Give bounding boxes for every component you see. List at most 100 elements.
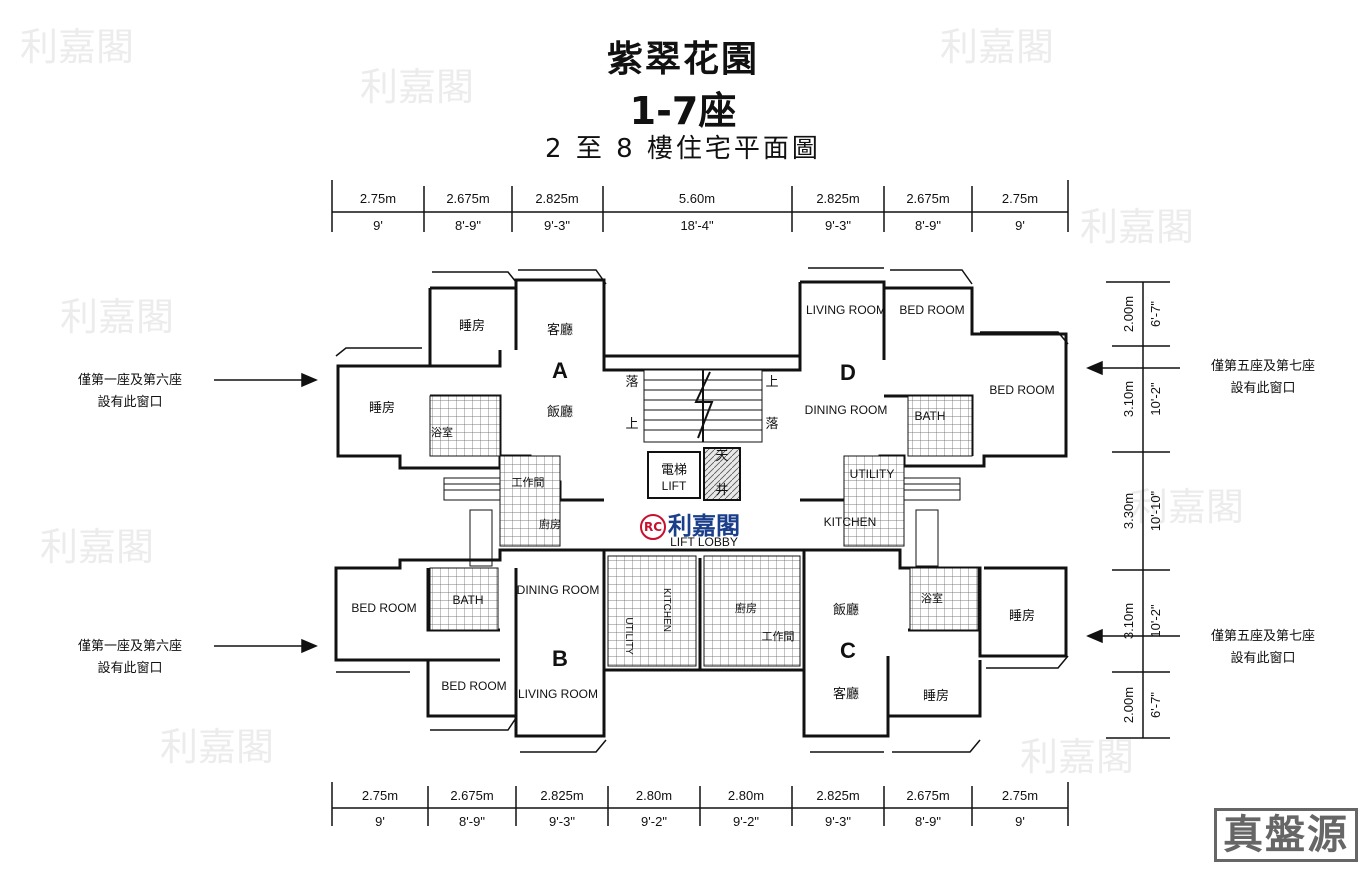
watermark-text: 利嘉閣 bbox=[1020, 735, 1134, 779]
dim-label: 9'-3" bbox=[549, 814, 575, 829]
lightwell-label: 井 bbox=[715, 483, 728, 498]
room-label: 工作間 bbox=[762, 630, 795, 643]
rc-logo-icon: RC bbox=[640, 514, 666, 540]
top-dimension-bar bbox=[331, 180, 1069, 232]
room-label: 工作間 bbox=[512, 476, 545, 489]
room-label: LIVING ROOM bbox=[518, 687, 598, 701]
estate-name: 紫翠花園 bbox=[606, 39, 759, 80]
room-label: BATH bbox=[914, 409, 945, 423]
stair-down-label: 落 bbox=[765, 417, 778, 432]
dim-label: 5.60m bbox=[679, 191, 715, 206]
dim-label: 2.675m bbox=[906, 191, 949, 206]
watermark-text: 利嘉閣 bbox=[1130, 485, 1244, 529]
dim-label: 10'-2" bbox=[1148, 604, 1163, 638]
note-line: 僅第一座及第六座 bbox=[77, 639, 182, 654]
room-label: 廚房 bbox=[735, 601, 757, 615]
dim-label: 9' bbox=[373, 218, 383, 233]
unit-letter-b: B bbox=[552, 646, 568, 671]
note-line: 僅第五座及第七座 bbox=[1210, 629, 1315, 644]
dim-label: 2.75m bbox=[360, 191, 396, 206]
room-label: 睡房 bbox=[369, 400, 395, 416]
dim-label: 8'-9" bbox=[915, 814, 941, 829]
dim-label: 6'-7" bbox=[1148, 301, 1163, 327]
dim-label: 9'-2" bbox=[641, 814, 667, 829]
dim-label: 2.80m bbox=[636, 788, 672, 803]
right-dimension-bar bbox=[1106, 281, 1170, 739]
watermark-text: 利嘉閣 bbox=[1080, 205, 1194, 249]
dim-label: 6'-7" bbox=[1148, 692, 1163, 718]
room-label: BED ROOM bbox=[351, 601, 416, 615]
dim-label: 18'-4" bbox=[680, 218, 714, 233]
dim-label: 9'-3" bbox=[544, 218, 570, 233]
dim-label: 8'-9" bbox=[455, 218, 481, 233]
room-label: 廚房 bbox=[539, 517, 561, 531]
window-note-left-bottom: 僅第一座及第六座 設有此窗口 bbox=[50, 636, 210, 680]
note-line: 設有此窗口 bbox=[97, 661, 163, 676]
dim-label: 9' bbox=[375, 814, 385, 829]
watermark-text: 利嘉閣 bbox=[20, 25, 134, 69]
note-line: 設有此窗口 bbox=[1230, 651, 1296, 666]
dim-label: 2.675m bbox=[446, 191, 489, 206]
dim-label: 2.00m bbox=[1121, 296, 1136, 332]
room-label: 睡房 bbox=[1009, 608, 1035, 624]
unit-letter-a: A bbox=[552, 358, 568, 383]
room-label: 飯廳 bbox=[547, 404, 573, 420]
block-range: 1-7座 bbox=[629, 89, 737, 133]
room-label: BED ROOM bbox=[989, 383, 1054, 397]
agency-logo-text: 利嘉閣 bbox=[668, 512, 740, 540]
dim-label: 10'-10" bbox=[1148, 490, 1163, 531]
top-dimension-labels: 2.75m 2.675m 2.825m 5.60m 2.825m 2.675m … bbox=[360, 191, 1038, 233]
stair-up-label: 上 bbox=[765, 375, 778, 390]
lift-lobby-label: LIFT LOBBY bbox=[670, 535, 738, 549]
room-label: DINING ROOM bbox=[517, 583, 600, 597]
dim-label: 2.825m bbox=[535, 191, 578, 206]
room-label: 睡房 bbox=[923, 688, 949, 704]
room-label: LIVING ROOM bbox=[806, 303, 886, 317]
dim-label: 9' bbox=[1015, 814, 1025, 829]
tiled-areas bbox=[429, 395, 979, 667]
stair-core bbox=[643, 369, 763, 443]
dim-label: 3.10m bbox=[1121, 381, 1136, 417]
dim-label: 2.675m bbox=[450, 788, 493, 803]
stair-down-label: 落 bbox=[625, 375, 638, 390]
watermark-text: 利嘉閣 bbox=[360, 65, 474, 109]
lift-label-zh: 電梯 bbox=[661, 463, 687, 478]
brand-badge: 真盤源 bbox=[1214, 808, 1358, 862]
dim-label: 9'-2" bbox=[733, 814, 759, 829]
dim-label: 2.80m bbox=[728, 788, 764, 803]
dim-label: 2.75m bbox=[362, 788, 398, 803]
dim-label: 9'-3" bbox=[825, 814, 851, 829]
dim-label: 10'-2" bbox=[1148, 382, 1163, 416]
dim-label: 3.30m bbox=[1121, 493, 1136, 529]
room-label: 浴室 bbox=[431, 425, 453, 439]
dim-label: 8'-9" bbox=[915, 218, 941, 233]
watermark-text: 利嘉閣 bbox=[160, 725, 274, 769]
balconies bbox=[443, 477, 961, 567]
watermark-layer: 利嘉閣 利嘉閣 利嘉閣 利嘉閣 利嘉閣 利嘉閣 利嘉閣 利嘉閣 利嘉閣 bbox=[20, 25, 1244, 779]
right-dimension-labels: 2.00m 3.10m 3.30m 3.10m 2.00m 6'-7" 10'-… bbox=[1121, 296, 1163, 723]
window-note-left-top: 僅第一座及第六座 設有此窗口 bbox=[50, 370, 210, 414]
bottom-dimension-labels: 2.75m 2.675m 2.825m 2.80m 2.80m 2.825m 2… bbox=[362, 788, 1038, 829]
dim-label: 2.75m bbox=[1002, 191, 1038, 206]
dim-label: 8'-9" bbox=[459, 814, 485, 829]
note-line: 設有此窗口 bbox=[97, 395, 163, 410]
dim-label: 2.75m bbox=[1002, 788, 1038, 803]
note-line: 僅第一座及第六座 bbox=[77, 373, 182, 388]
dim-label: 2.825m bbox=[540, 788, 583, 803]
dim-label: 2.675m bbox=[906, 788, 949, 803]
room-label: 睡房 bbox=[459, 318, 485, 334]
watermark-text: 利嘉閣 bbox=[40, 525, 154, 569]
window-note-right-top: 僅第五座及第七座 設有此窗口 bbox=[1180, 356, 1346, 400]
room-label: 飯廳 bbox=[833, 602, 859, 618]
room-label: 客廳 bbox=[547, 322, 573, 338]
dim-label: 9'-3" bbox=[825, 218, 851, 233]
lift-label-en: LIFT bbox=[662, 479, 687, 493]
room-label: KITCHEN bbox=[661, 588, 672, 632]
floor-plan-subtitle: 2 至 8 樓住宅平面圖 bbox=[545, 134, 821, 164]
dim-label: 2.00m bbox=[1121, 687, 1136, 723]
lift-shaft bbox=[647, 447, 741, 501]
note-line: 僅第五座及第七座 bbox=[1210, 359, 1315, 374]
window-note-right-bottom: 僅第五座及第七座 設有此窗口 bbox=[1180, 626, 1346, 670]
